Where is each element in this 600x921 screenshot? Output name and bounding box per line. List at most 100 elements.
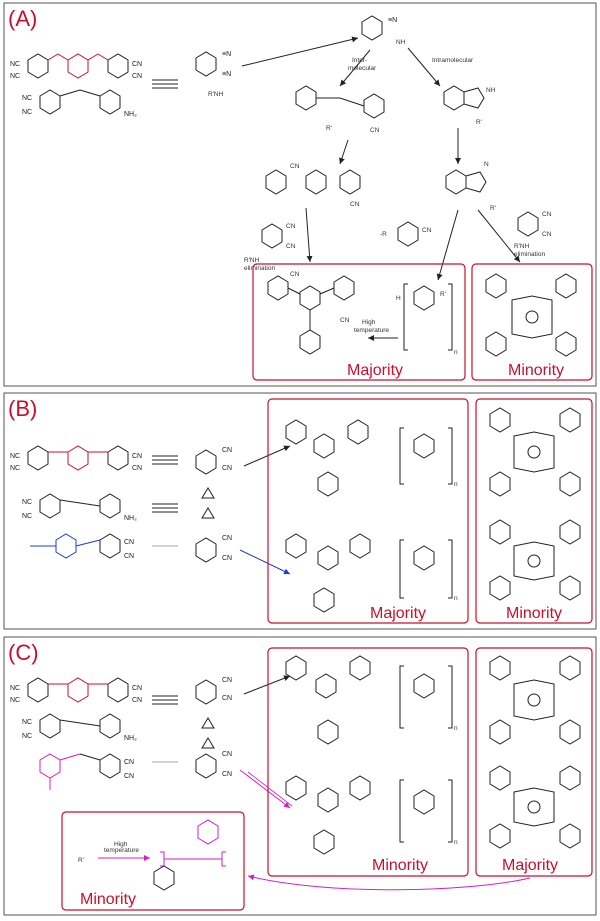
monomer-c-1 [27, 677, 129, 703]
majority-label-c-right: Majority [502, 857, 558, 874]
arrow-b-lower [239, 549, 291, 575]
phthalocyanine-a [485, 273, 577, 357]
svg-text:n: n [454, 595, 458, 602]
triazine-product-b-upper [285, 419, 369, 497]
polyisoindoline-b-lower [399, 539, 453, 599]
svg-text:≡N: ≡N [222, 51, 231, 58]
svg-text:CN: CN [340, 317, 350, 324]
svg-text:CN: CN [422, 227, 432, 234]
arrow-b-upper [243, 445, 291, 467]
svg-text:CN: CN [350, 201, 360, 208]
reagent-phthalonitrile-mid [397, 221, 419, 247]
svg-text:CN: CN [124, 553, 134, 560]
svg-text:R': R' [490, 205, 496, 212]
svg-text:R': R' [440, 291, 446, 298]
monomer-amine-phthalonitrile [39, 89, 121, 115]
svg-text:NC: NC [22, 499, 32, 506]
panel-b-frame [3, 392, 597, 630]
svg-text:CN: CN [132, 465, 142, 472]
arrow-c-return [247, 874, 531, 891]
svg-text:-R: -R [380, 231, 387, 238]
arrow-intra [407, 47, 441, 87]
svg-text:R': R' [326, 125, 332, 132]
svg-text:NC: NC [10, 697, 20, 704]
monomer-b-1 [27, 445, 129, 471]
reagent-phthalonitrile-left [261, 223, 283, 249]
polyisoindoline-b-upper [399, 427, 453, 485]
majority-label-a: Majority [347, 362, 403, 379]
phthalocyanine-b-upper [489, 407, 581, 497]
panel-a-frame [3, 2, 597, 387]
svg-text:R'NH: R'NH [208, 91, 224, 98]
svg-text:CN: CN [124, 773, 134, 780]
svg-text:NC: NC [22, 733, 32, 740]
arrow-a-to-pc [477, 209, 521, 263]
label-high-temperature-a: High [362, 319, 376, 326]
panel-b-label: (B) [8, 396, 37, 421]
svg-text:n: n [454, 349, 458, 356]
svg-text:NH₂: NH₂ [124, 735, 137, 742]
majority-box-b [267, 398, 469, 624]
generic-phthalonitrile-a [195, 51, 217, 77]
svg-text:NH: NH [486, 87, 496, 94]
panel-c-label: (C) [8, 640, 39, 665]
minority-label-b: Minority [506, 605, 562, 622]
svg-text:R': R' [476, 119, 482, 126]
svg-text:CN: CN [286, 243, 296, 250]
minority-box-c-bottom [61, 811, 245, 911]
svg-text:CN: CN [132, 685, 142, 692]
majority-box-a [252, 263, 466, 381]
svg-text:NC: NC [22, 719, 32, 726]
phthalocyanine-c-upper [489, 655, 581, 745]
svg-text:NC: NC [22, 109, 32, 116]
svg-text:NC: NC [10, 465, 20, 472]
svg-text:CN: CN [132, 697, 142, 704]
svg-text:NC: NC [22, 513, 32, 520]
svg-text:NC: NC [10, 73, 20, 80]
arrow-a-down-left [339, 139, 349, 165]
svg-text:temperature: temperature [354, 327, 389, 334]
generic-phthalonitrile-b [195, 449, 217, 563]
aryl-group-c [153, 865, 175, 891]
triazine-product-c-upper [285, 655, 371, 745]
svg-text:CN: CN [222, 771, 232, 778]
arrow-a-to-polyisoindoline [436, 209, 459, 281]
svg-text:elimination: elimination [244, 265, 275, 272]
minority-box-c-mid [267, 647, 469, 877]
svg-text:CN: CN [124, 539, 134, 546]
monomer-c-3-ring [79, 753, 121, 779]
label-intermolecular: Inter- [352, 57, 367, 64]
svg-text:CN: CN [370, 127, 380, 134]
minority-label-c-mid: Minority [372, 857, 428, 874]
monomer-c-3-magenta [39, 753, 81, 790]
arrow-inter [339, 49, 371, 87]
svg-text:CN: CN [132, 61, 142, 68]
reagent-phthalonitrile-right [517, 211, 539, 237]
svg-text:CN: CN [290, 271, 300, 278]
triazine-precursor [265, 169, 361, 195]
arrow-c-upper [243, 675, 291, 695]
equivalence-sign-c [152, 695, 178, 763]
svg-text:CN: CN [222, 695, 232, 702]
minority-label-c-bottom: Minority [80, 891, 136, 908]
minority-label-a: Minority [508, 362, 564, 379]
svg-text:CN: CN [222, 555, 232, 562]
monomer-b-3-ring [99, 533, 121, 559]
svg-text:NC: NC [22, 95, 32, 102]
svg-text:≡N: ≡N [222, 71, 231, 78]
svg-text:CN: CN [542, 231, 552, 238]
svg-text:N: N [484, 161, 489, 168]
triazine-product-c-lower [285, 775, 371, 855]
svg-text:NC: NC [10, 453, 20, 460]
svg-text:R': R' [78, 857, 84, 864]
equivalence-sign-a [152, 79, 178, 89]
equivalence-sign-b [152, 455, 178, 547]
polyisoindoline-c-lower [399, 779, 453, 843]
svg-text:NH₂: NH₂ [124, 111, 137, 118]
polyisoindoline-c-upper [399, 665, 453, 729]
svg-text:CN: CN [222, 535, 232, 542]
isoindoline-intermediate [445, 169, 487, 195]
svg-text:n: n [454, 481, 458, 488]
majority-label-b: Majority [370, 605, 426, 622]
